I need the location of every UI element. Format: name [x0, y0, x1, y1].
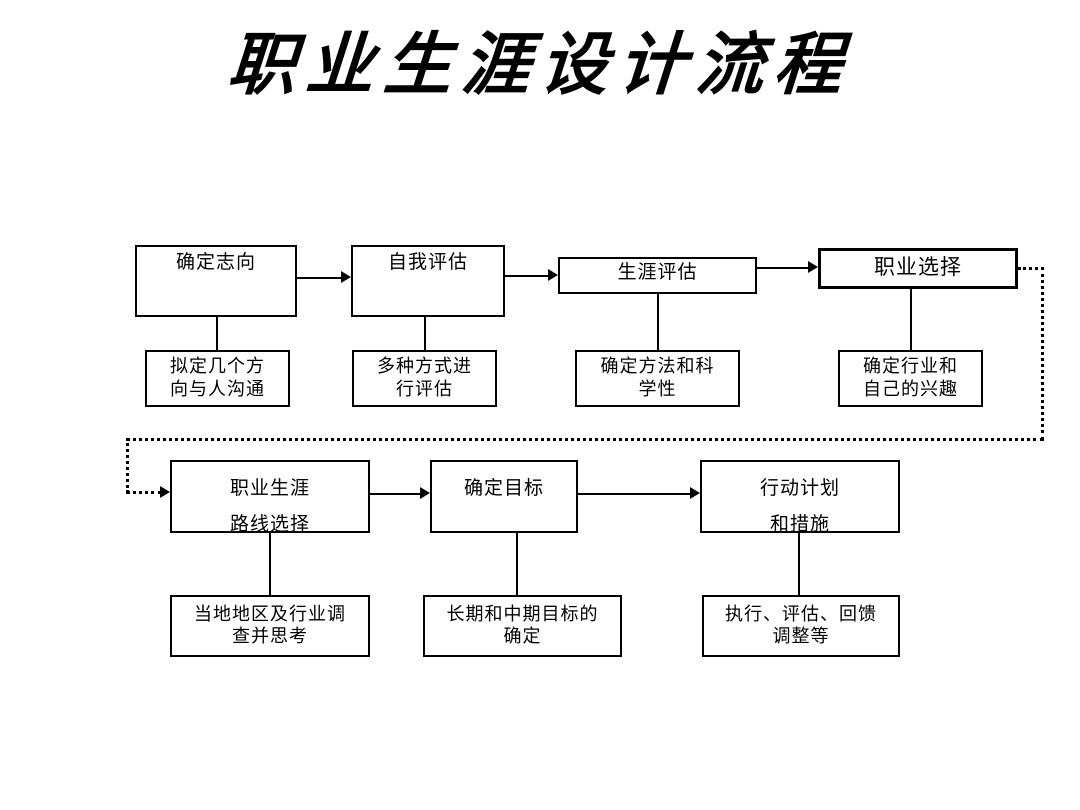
node-determine-aspiration[interactable]: 确定志向 [135, 245, 297, 317]
node-career-assessment[interactable]: 生涯评估 [558, 257, 757, 294]
connector-path-to-goals [370, 493, 420, 495]
feedback-segment-into-node [126, 491, 162, 494]
stem-goals-detail [516, 533, 518, 595]
node-label: 职业选择 [874, 255, 962, 279]
stem-careerassess-detail [657, 293, 659, 351]
node-action-plan[interactable]: 行动计划 和措施 [700, 460, 900, 535]
connector-goals-to-actionplan [578, 493, 690, 495]
feedback-segment-top-right [1018, 267, 1044, 270]
detail-set-goals[interactable]: 长期和中期目标的 确定 [423, 595, 622, 657]
arrowhead-path-to-goals [420, 487, 430, 499]
stem-path-detail [269, 533, 271, 595]
arrowhead-feedback-into-path-node [160, 486, 170, 498]
detail-self-assessment[interactable]: 多种方式进 行评估 [352, 350, 497, 407]
detail-text: 当地地区及行业调 查并思考 [194, 603, 346, 648]
detail-action-plan[interactable]: 执行、评估、回馈 调整等 [702, 595, 900, 657]
detail-text: 多种方式进 行评估 [377, 356, 472, 400]
detail-career-path-selection[interactable]: 当地地区及行业调 查并思考 [170, 595, 370, 657]
detail-text: 确定方法和科 学性 [600, 356, 715, 400]
arrowhead-aspiration-to-selfassess [341, 271, 351, 283]
page-title: 职业生涯设计流程 [225, 25, 855, 105]
stem-selfassess-detail [424, 316, 426, 351]
detail-career-assessment[interactable]: 确定方法和科 学性 [575, 350, 740, 407]
node-label: 自我评估 [387, 251, 468, 273]
node-label-line1: 行动计划 [759, 477, 840, 499]
stem-actionplan-detail [798, 533, 800, 595]
feedback-segment-right-down [1041, 267, 1044, 440]
arrowhead-selfassess-to-careerassess [548, 269, 558, 281]
feedback-segment-left-down [126, 438, 129, 493]
connector-aspiration-to-selfassess [297, 277, 341, 279]
connector-selfassess-to-careerassess [505, 275, 548, 277]
node-self-assessment[interactable]: 自我评估 [351, 245, 505, 317]
stem-careerchoice-detail [910, 288, 912, 351]
node-career-choice[interactable]: 职业选择 [818, 248, 1018, 289]
detail-text: 长期和中期目标的 确定 [446, 603, 599, 648]
detail-text: 拟定几个方 向与人沟通 [170, 356, 265, 400]
arrowhead-careerassess-to-careerchoice [808, 261, 818, 273]
feedback-segment-bottom-left [126, 438, 1044, 441]
detail-determine-aspiration[interactable]: 拟定几个方 向与人沟通 [145, 350, 290, 407]
detail-text: 执行、评估、回馈 调整等 [725, 603, 877, 648]
stem-aspiration-detail [216, 316, 218, 351]
node-label-line1: 职业生涯 [229, 477, 310, 499]
node-career-path-selection[interactable]: 职业生涯 路线选择 [170, 460, 370, 535]
detail-career-choice[interactable]: 确定行业和 自己的兴趣 [838, 350, 983, 407]
arrowhead-goals-to-actionplan [690, 487, 700, 499]
node-label: 确定志向 [175, 251, 256, 273]
node-label-line1: 确定目标 [463, 477, 544, 499]
connector-careerassess-to-careerchoice [757, 267, 808, 269]
node-label: 生涯评估 [617, 261, 698, 283]
node-set-goals[interactable]: 确定目标 [430, 460, 578, 533]
detail-text: 确定行业和 自己的兴趣 [863, 356, 958, 400]
node-label-line2: 和措施 [769, 513, 830, 536]
node-label-line2: 路线选择 [229, 513, 310, 536]
